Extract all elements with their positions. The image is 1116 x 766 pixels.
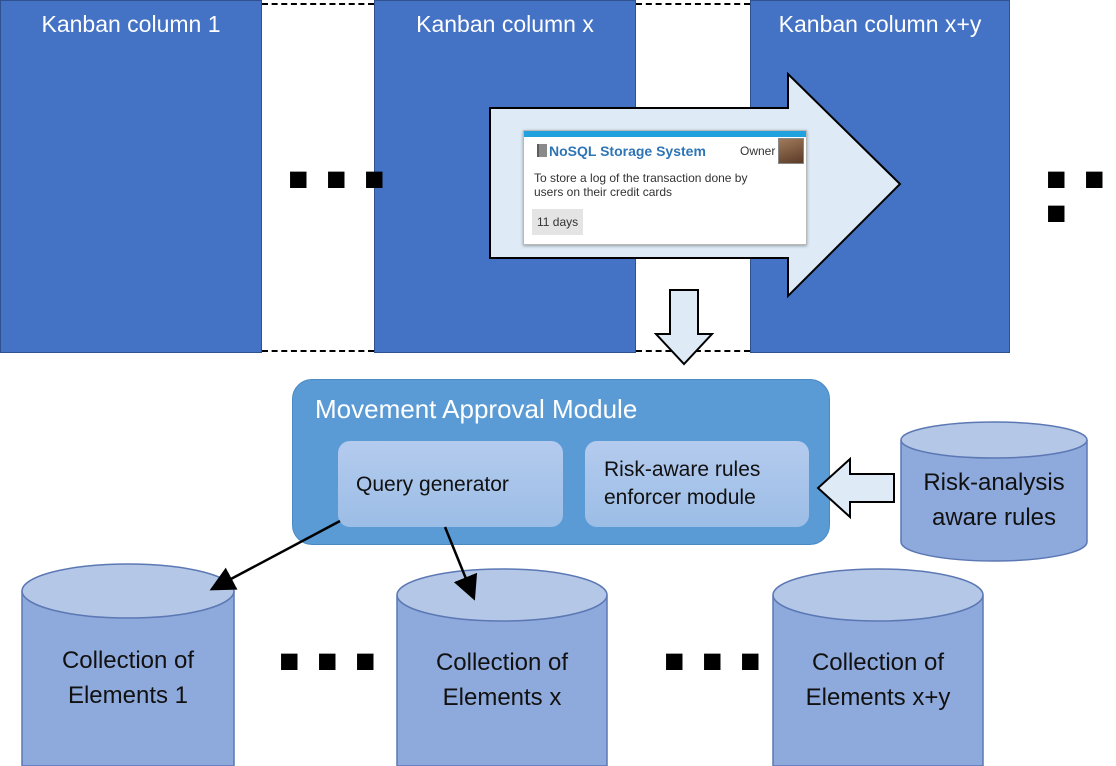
card-owner-label: Owner	[740, 144, 776, 158]
query-generator-box: Query generator	[338, 441, 563, 527]
collection-label-line1: Collection of	[61, 647, 195, 674]
collection-label-line1: Collection of	[435, 649, 569, 676]
collection-label-line2: Elements x+y	[805, 684, 951, 711]
rules-enforcer-label-line2: enforcer module	[604, 486, 756, 509]
collection-label-1: Collection of Elements 1	[20, 643, 236, 713]
rules-enforcer-box: Risk-aware rules enforcer module	[585, 441, 809, 527]
collection-label-x: Collection of Elements x	[395, 645, 609, 715]
card-duration-badge: 11 days	[532, 209, 584, 235]
card-title[interactable]: NoSQL Storage System	[549, 143, 706, 159]
kanban-column-title: Kanban column x+y	[778, 11, 982, 37]
down-arrow	[653, 289, 715, 366]
kanban-ellipsis: ■ ■ ■	[1046, 160, 1109, 232]
kanban-column-title: Kanban column x	[416, 11, 594, 37]
column-gap-bottom-border	[262, 350, 374, 352]
collection-cylinder-x-y	[772, 568, 984, 766]
collection-cylinder-1	[21, 563, 235, 766]
rules-database-label: Risk-analysis aware rules	[899, 465, 1089, 535]
rules-database-label-line2: aware rules	[931, 504, 1057, 531]
collection-label-line2: Elements x	[442, 684, 562, 711]
query-generator-label: Query generator	[356, 473, 509, 496]
card-accent-bar	[524, 131, 806, 137]
kanban-ellipsis: ■ ■ ■	[288, 160, 389, 198]
rules-database-cylinder	[900, 421, 1088, 562]
card-description: To store a log of the transaction done b…	[534, 171, 748, 199]
rules-database-label-line1: Risk-analysis	[923, 469, 1065, 496]
collection-ellipsis: ■ ■ ■	[664, 642, 765, 680]
module-title: Movement Approval Module	[315, 394, 638, 424]
kanban-column-title: Kanban column 1	[41, 11, 221, 37]
column-gap-top-border	[636, 3, 750, 5]
collection-label-line1: Collection of	[811, 649, 945, 676]
owner-avatar	[778, 138, 804, 164]
collection-label-line2: Elements 1	[67, 682, 189, 709]
kanban-column-1: Kanban column 1	[0, 0, 262, 353]
collection-ellipsis: ■ ■ ■	[279, 642, 380, 680]
kanban-card[interactable]: NoSQL Storage System Owner To store a lo…	[523, 130, 807, 245]
column-gap-top-border	[262, 3, 374, 5]
book-icon	[537, 144, 547, 157]
rules-input-arrow	[816, 456, 895, 520]
rules-enforcer-label-line1: Risk-aware rules	[604, 458, 761, 481]
collection-label-x-y: Collection of Elements x+y	[771, 645, 985, 715]
